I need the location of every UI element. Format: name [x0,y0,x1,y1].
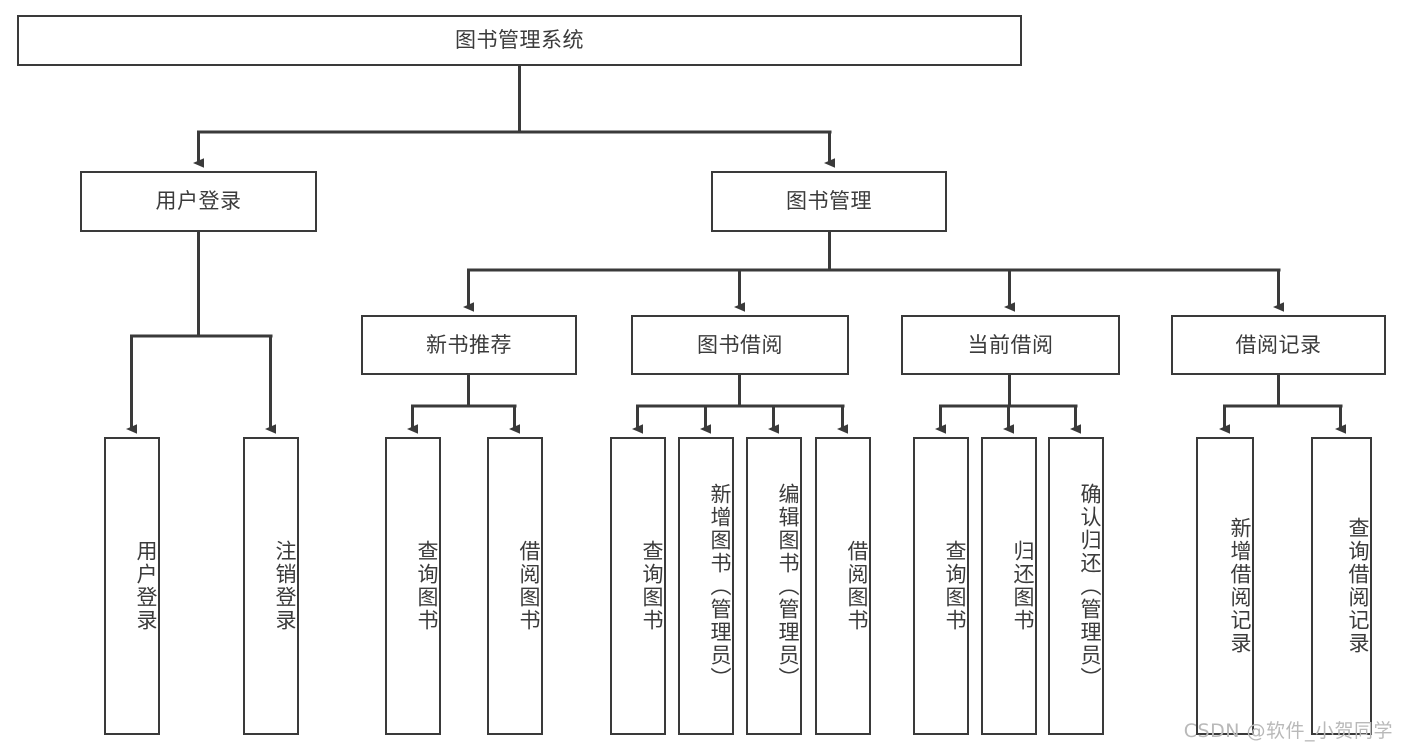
node-borrow-record[interactable]: 借阅记录 [1171,315,1386,375]
node-book-manage[interactable]: 图书管理 [711,171,947,232]
leaf-add-borrow-record-label: 新增借阅记录 [1228,517,1252,655]
node-book-borrow[interactable]: 图书借阅 [631,315,849,375]
leaf-return-book-label: 归还图书 [1011,540,1035,632]
node-book-borrow-label: 图书借阅 [697,332,783,357]
leaf-borrow-book-2[interactable]: 借阅图书 [815,437,871,735]
leaf-borrow-book-1[interactable]: 借阅图书 [487,437,543,735]
node-root[interactable]: 图书管理系统 [17,15,1022,66]
leaf-query-book-2[interactable]: 查询图书 [610,437,666,735]
node-borrow-record-label: 借阅记录 [1235,332,1322,357]
leaf-add-book-label: 新增图书（管理员） [708,482,732,690]
node-root-label: 图书管理系统 [455,28,584,53]
leaf-edit-book[interactable]: 编辑图书（管理员） [746,437,802,735]
leaf-confirm-return-label: 确认归还（管理员） [1078,482,1102,690]
leaf-add-borrow-record[interactable]: 新增借阅记录 [1196,437,1254,735]
leaf-borrow-book-2-label: 借阅图书 [845,540,869,632]
leaf-query-borrow-record[interactable]: 查询借阅记录 [1311,437,1372,735]
leaf-logout[interactable]: 注销登录 [243,437,299,735]
node-current-borrow-label: 当前借阅 [967,332,1054,357]
watermark: CSDN @软件_小贺同学 [1183,720,1393,742]
node-new-book-recommend[interactable]: 新书推荐 [361,315,577,375]
leaf-borrow-book-1-label: 借阅图书 [517,540,541,632]
leaf-user-login-label: 用户登录 [134,540,158,632]
leaf-user-login[interactable]: 用户登录 [104,437,160,735]
leaf-add-book[interactable]: 新增图书（管理员） [678,437,734,735]
leaf-return-book[interactable]: 归还图书 [981,437,1037,735]
node-current-borrow[interactable]: 当前借阅 [901,315,1120,375]
leaf-query-book-3[interactable]: 查询图书 [913,437,969,735]
leaf-query-book-1[interactable]: 查询图书 [385,437,441,735]
node-user-login-label: 用户登录 [155,189,242,214]
leaf-query-borrow-record-label: 查询借阅记录 [1346,517,1370,655]
leaf-edit-book-label: 编辑图书（管理员） [776,482,800,690]
leaf-query-book-1-label: 查询图书 [415,540,439,632]
node-book-manage-label: 图书管理 [786,189,872,214]
leaf-logout-label: 注销登录 [273,540,297,632]
leaf-query-book-3-label: 查询图书 [943,540,967,632]
node-user-login[interactable]: 用户登录 [80,171,317,232]
leaf-confirm-return[interactable]: 确认归还（管理员） [1048,437,1104,735]
leaf-query-book-2-label: 查询图书 [640,540,664,632]
node-new-book-recommend-label: 新书推荐 [426,332,512,357]
